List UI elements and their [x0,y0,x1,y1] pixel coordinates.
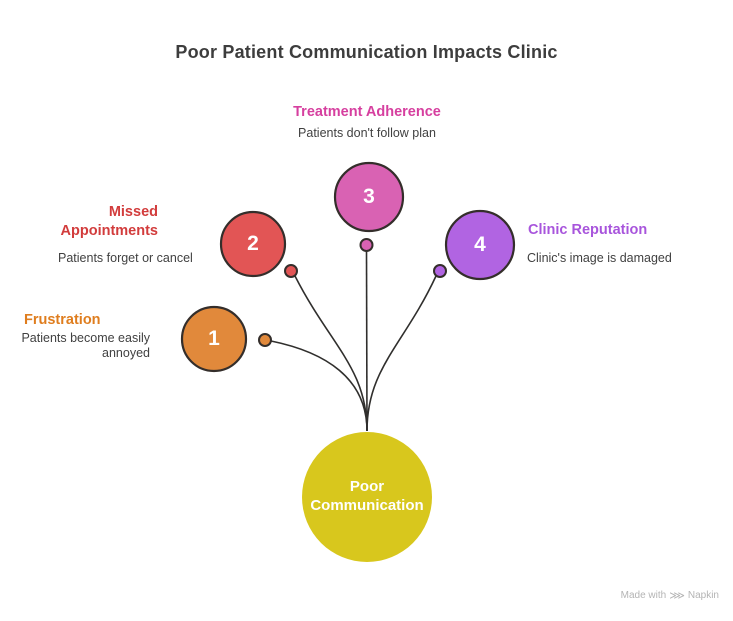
node-description-treatment-adherence: Patients don't follow plan [298,126,436,140]
node-heading-treatment-adherence: Treatment Adherence [293,104,441,120]
node-heading-missed-appointments: Missed Appointments [60,204,158,239]
watermark-brand-text: Napkin [687,590,719,601]
made-with-napkin-badge[interactable]: Made with ⋙ Napkin [621,590,719,601]
node-number-4: 4 [474,233,486,256]
node-circle-2 [219,210,287,278]
node-circle-3 [333,161,405,233]
connector-dot-3 [359,238,374,252]
connector-line-3 [365,250,368,432]
connector-dot-4 [433,264,447,278]
node-circle-1 [180,305,248,373]
node-number-1: 1 [208,327,220,350]
watermark-prefix-text: Made with [620,590,667,601]
connector-dot-2 [284,264,298,278]
node-description-frustration: Patients become easily annoyed [21,331,150,360]
connector-line-1 [270,340,368,432]
node-description-clinic-reputation: Clinic's image is damaged [527,251,672,265]
node-heading-frustration: Frustration [24,312,101,328]
center-node-label: Poor Communication [310,478,424,514]
connector-dot-1 [258,333,272,347]
napkin-logo-icon: ⋙ [669,589,685,602]
node-number-2: 2 [247,232,259,255]
center-node-circle [302,432,432,562]
node-number-3: 3 [363,185,375,208]
node-heading-clinic-reputation: Clinic Reputation [528,222,648,238]
page-title: Poor Patient Communication Impacts Clini… [175,42,558,62]
connector-line-2 [294,275,368,432]
connector-line-4 [366,275,437,432]
node-circle-4 [444,209,516,281]
node-description-missed-appointments: Patients forget or cancel [58,251,193,265]
